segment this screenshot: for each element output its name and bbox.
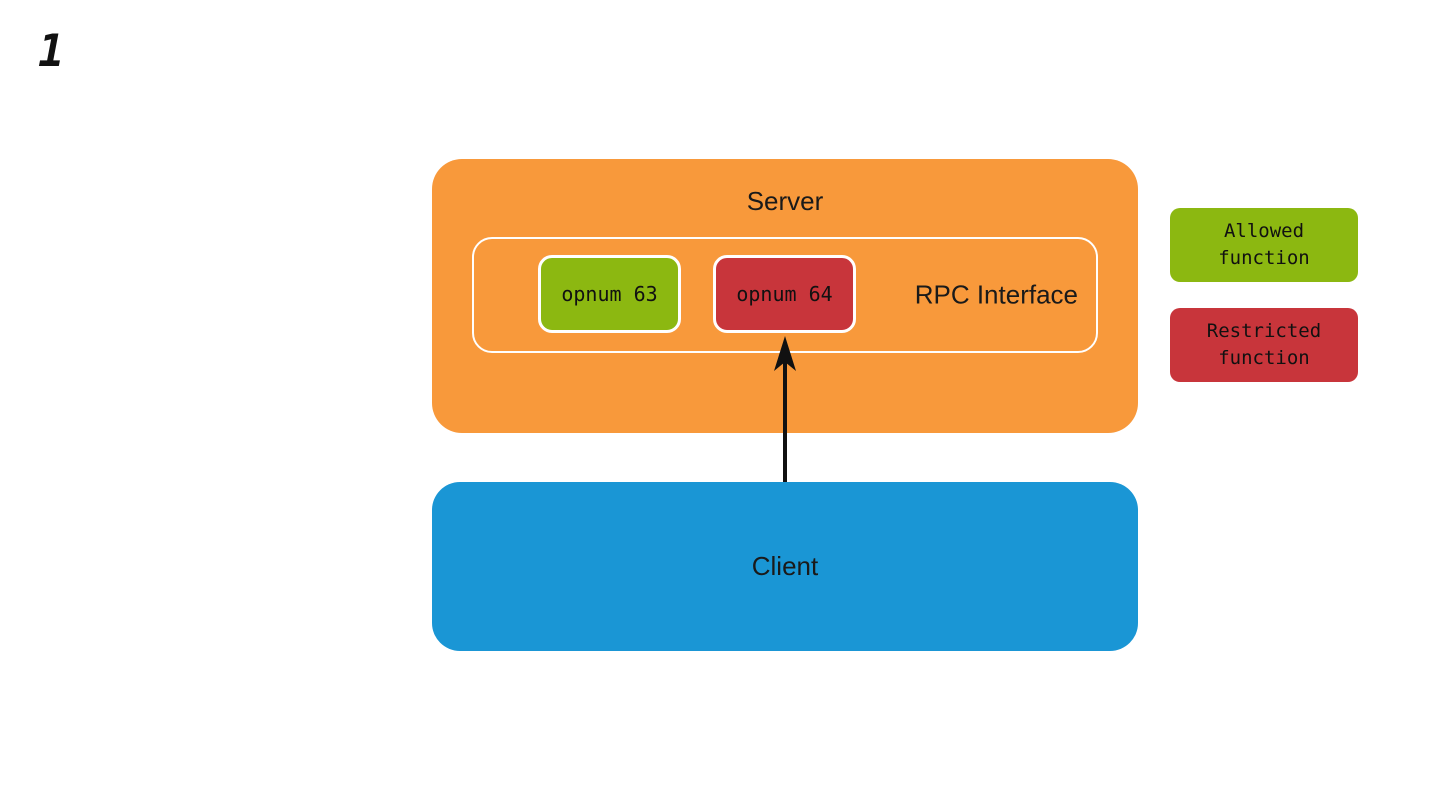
client-label: Client [751,551,819,581]
legend-allowed-label: Allowed function [1218,220,1310,269]
function-box-opnum-64: opnum 64 [713,255,856,333]
function-label: opnum 64 [736,282,833,306]
function-box-opnum-63: opnum 63 [538,255,681,333]
rpc-interface-label: RPC Interface [914,279,1078,310]
call-arrow-icon [769,335,801,484]
step-number: 1 [38,26,65,77]
legend-allowed-function: Allowed function [1170,208,1358,282]
legend-restricted-function: Restricted function [1170,308,1358,382]
legend-restricted-label: Restricted function [1206,320,1322,369]
client-box: Client [432,482,1138,651]
function-label: opnum 63 [561,282,658,306]
rpc-interface-box: opnum 63 opnum 64 RPC Interface [472,237,1098,353]
server-label: Server [746,186,824,216]
